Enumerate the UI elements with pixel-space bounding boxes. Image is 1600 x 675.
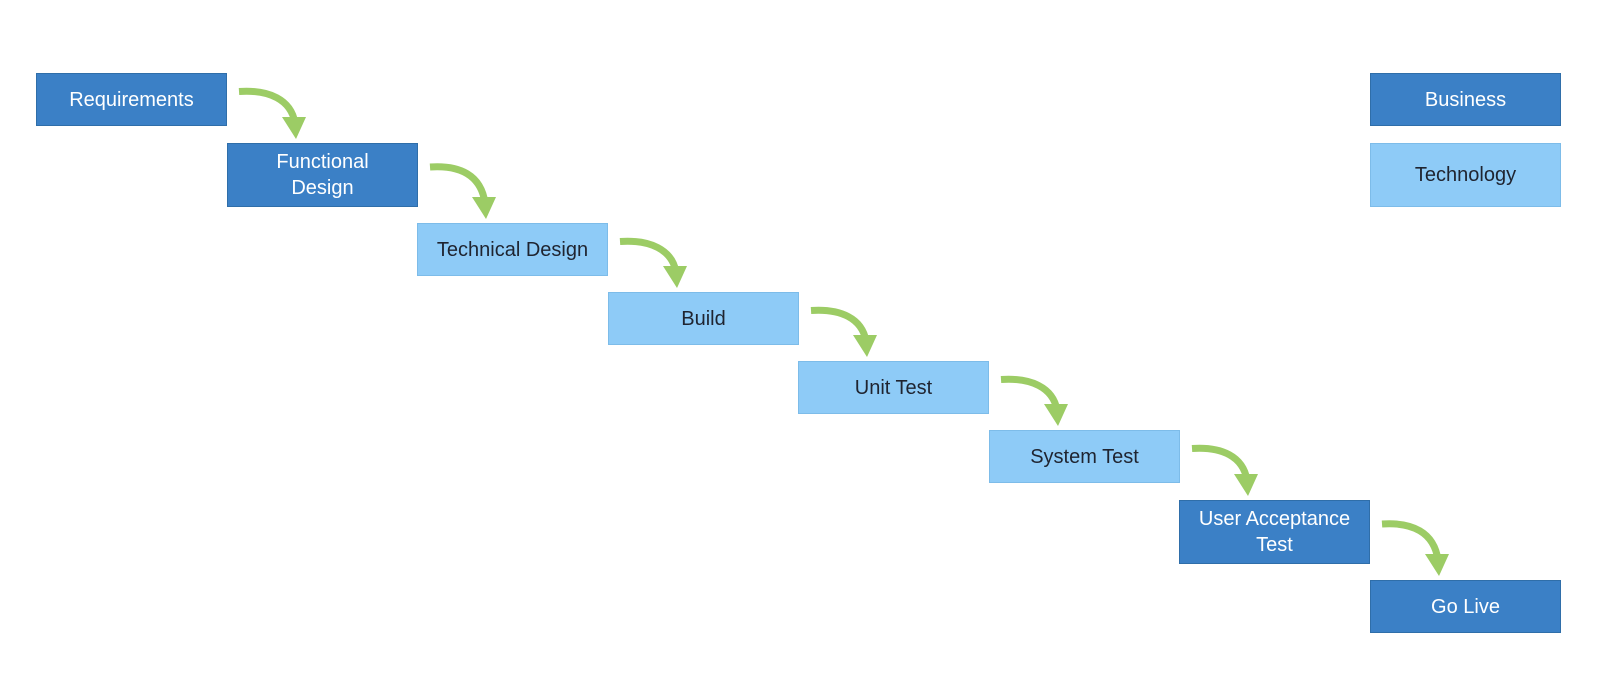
step-label: Go Live <box>1431 595 1500 618</box>
connector-arrow-line <box>1381 520 1442 561</box>
legend-label: Technology <box>1414 164 1517 186</box>
legend-technology: Technology <box>1370 143 1561 207</box>
step-technical-design: Technical Design <box>417 223 608 276</box>
legend-label: Business <box>1424 88 1507 111</box>
step-label: Technical Design <box>436 238 589 261</box>
step-label: User Acceptance Test <box>1198 508 1351 556</box>
legend-business: Business <box>1370 73 1561 126</box>
connector-arrow-line <box>1191 444 1251 481</box>
step-user-acceptance-test: User Acceptance Test <box>1179 500 1370 564</box>
step-unit-test: Unit Test <box>798 361 989 414</box>
step-system-test: System Test <box>989 430 1180 483</box>
connector-arrow-head <box>282 117 306 139</box>
connector-arrow-head <box>1234 474 1258 496</box>
connector-arrow-head <box>853 335 877 357</box>
connector-arrow-line <box>238 87 299 124</box>
step-functional-design: Functional Design <box>227 143 418 207</box>
connector-arrow-line <box>1000 375 1061 411</box>
connector-arrow-line <box>429 163 489 204</box>
step-label: Functional Design <box>276 151 369 199</box>
step-go-live: Go Live <box>1370 580 1561 633</box>
step-label: Build <box>681 307 726 330</box>
step-label: Unit Test <box>854 376 933 399</box>
connector-arrow-head <box>472 197 496 219</box>
step-build: Build <box>608 292 799 345</box>
step-requirements: Requirements <box>36 73 227 126</box>
connector-arrow-head <box>663 266 687 288</box>
connector-arrow-line <box>810 306 870 342</box>
step-label: Requirements <box>69 88 194 111</box>
connector-arrow-head <box>1044 404 1068 426</box>
step-label: System Test <box>1030 445 1139 468</box>
connector-arrow-line <box>619 237 680 273</box>
connector-arrow-head <box>1425 554 1449 576</box>
